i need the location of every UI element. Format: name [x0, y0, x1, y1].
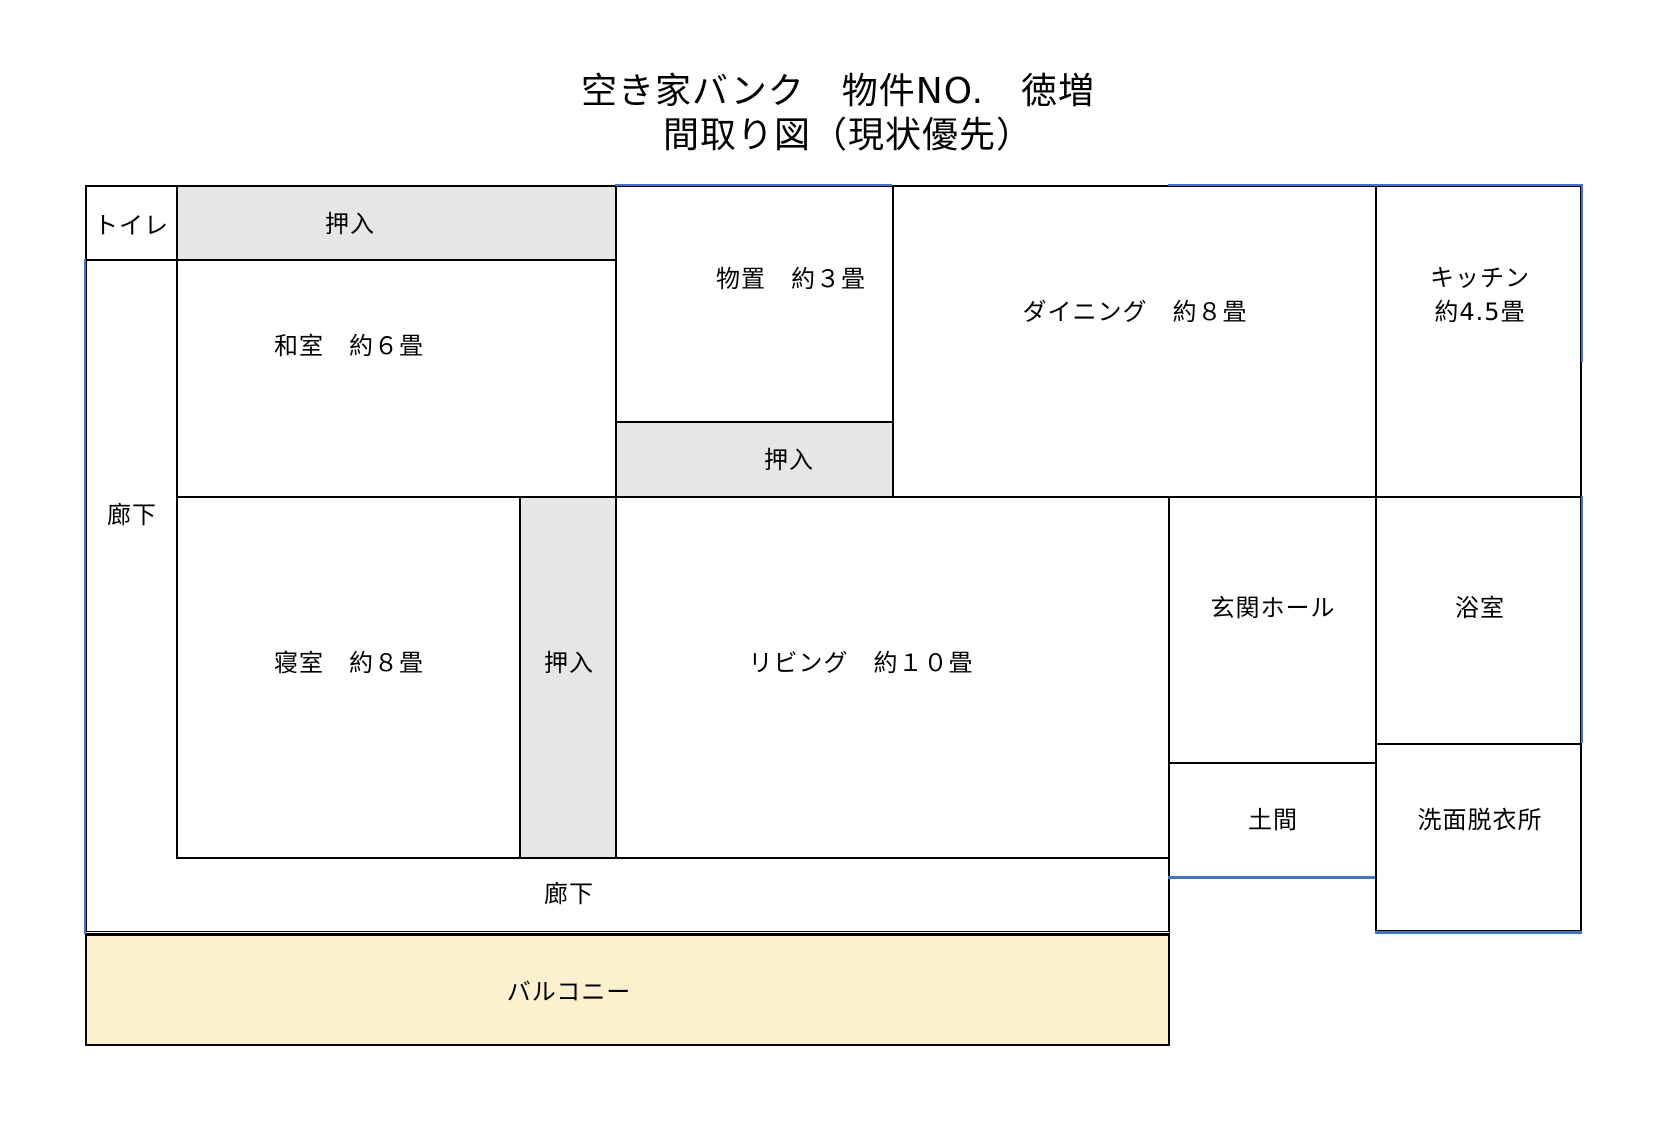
room-label: 洗面脱衣所: [1417, 806, 1543, 834]
room-closet-vertical: 押入: [519, 496, 617, 859]
room-bathroom: 浴室: [1375, 496, 1582, 745]
room-label: ダイニング 約８畳: [1022, 298, 1248, 326]
room-japanese-style: 和室 約６畳: [176, 259, 617, 498]
wall-highlight: [84, 259, 86, 934]
room-label: 押入: [325, 210, 375, 238]
room-label: 廊下: [107, 501, 157, 529]
page-subtitle: 間取り図（現状優先）: [662, 115, 1033, 156]
room-storage: 物置 約３畳: [615, 185, 894, 423]
room-size-label: 約4.5畳: [1434, 298, 1526, 326]
room-dining: ダイニング 約８畳: [892, 185, 1377, 498]
room-label: 押入: [544, 649, 594, 677]
hallway-bottom: 廊下: [85, 857, 1170, 934]
wall-highlight: [1375, 931, 1582, 934]
room-label: 寝室 約８畳: [274, 649, 424, 677]
room-entrance-hall: 玄関ホール: [1168, 496, 1377, 764]
hallway-left: 廊下: [85, 259, 178, 932]
room-label: 土間: [1248, 806, 1298, 834]
room-label: 玄関ホール: [1210, 594, 1336, 622]
room-label: 廊下: [544, 880, 594, 908]
room-toilet: トイレ: [85, 185, 178, 261]
room-earthen-floor: 土間: [1168, 762, 1377, 879]
room-label: 物置 約３畳: [716, 265, 866, 293]
room-bedroom: 寝室 約８畳: [176, 496, 521, 859]
room-washroom: 洗面脱衣所: [1375, 743, 1582, 932]
room-label: トイレ: [94, 211, 169, 240]
room-label: リビング 約１０畳: [748, 649, 974, 677]
room-label: 和室 約６畳: [274, 332, 424, 360]
wall-highlight: [615, 184, 892, 186]
wall-highlight: [1581, 185, 1583, 362]
room-closet-top: 押入: [176, 185, 617, 261]
room-closet-middle: 押入: [615, 421, 894, 498]
room-balcony: バルコニー: [85, 934, 1170, 1046]
page-title: 空き家バンク 物件NO. 徳増: [580, 71, 1096, 112]
room-kitchen: キッチン 約4.5畳: [1375, 185, 1582, 498]
room-label-group: キッチン 約4.5畳: [1430, 261, 1530, 329]
room-label: 押入: [764, 446, 814, 474]
room-label: キッチン: [1430, 264, 1530, 292]
wall-highlight: [1168, 876, 1375, 879]
room-living: リビング 約１０畳: [615, 496, 1170, 859]
room-label: 浴室: [1455, 594, 1505, 622]
wall-highlight: [1581, 496, 1583, 743]
room-label: バルコニー: [506, 978, 632, 1006]
wall-highlight: [1168, 184, 1583, 186]
